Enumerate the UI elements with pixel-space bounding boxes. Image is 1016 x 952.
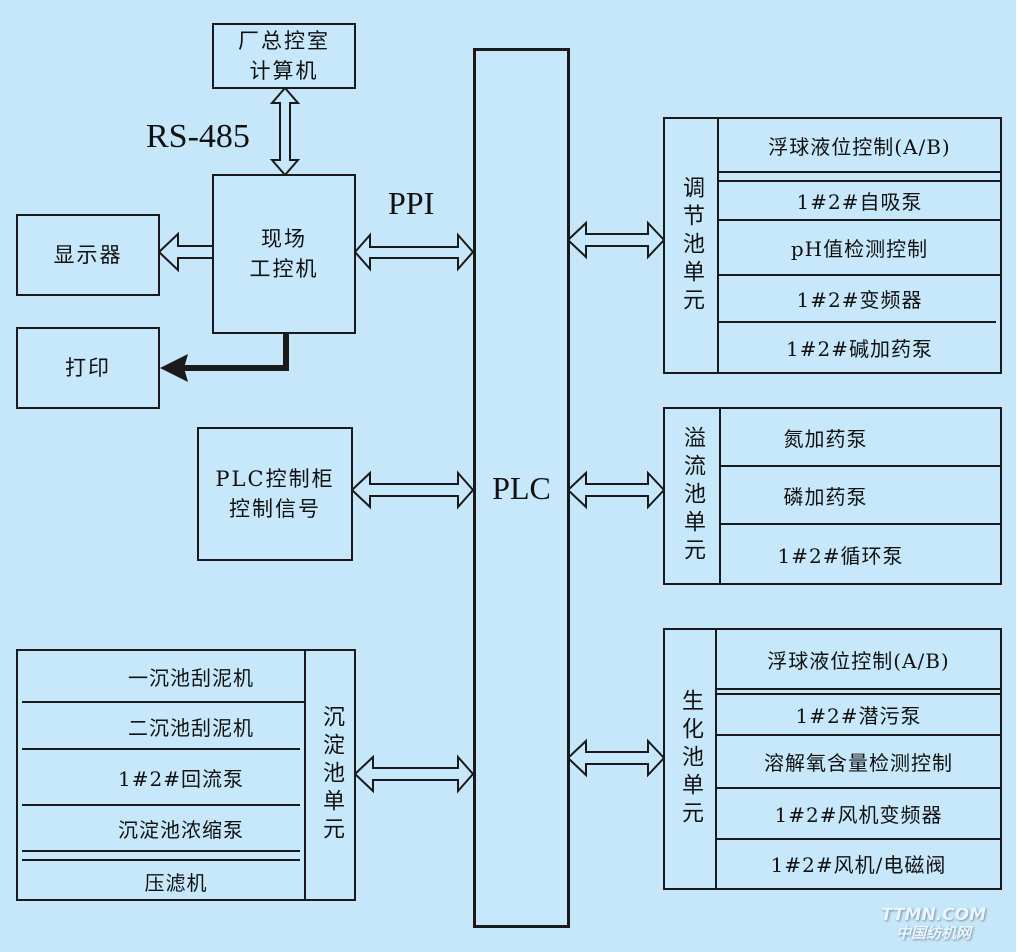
unit-item: 浮球液位控制(A/B) (767, 648, 950, 673)
unit-item: 1#2#风机变频器 (774, 802, 943, 827)
ppi-double-arrow (353, 232, 475, 272)
watermark-line-1: TTMN.COM (880, 905, 986, 925)
display-label: 显示器 (53, 243, 123, 267)
bio-tank-unit: 生化池单元 浮球液位控制(A/B) 1#2#潜污泵 溶解氧含量检测控制 1#2#… (663, 628, 1002, 890)
onsite-ipc-line-1: 现场 (261, 227, 307, 251)
printer-arrowhead (160, 354, 188, 382)
onsite-ipc-node: 现场 工控机 (212, 174, 356, 334)
plc-cabinet-line-2: 控制信号 (229, 497, 321, 521)
printer-node: 打印 (16, 327, 160, 409)
overflow-tank-unit: 溢流池单元 氮加药泵 磷加药泵 1#2#循环泵 (663, 407, 1002, 585)
plc-cabinet-node: PLC控制柜 控制信号 (197, 427, 353, 561)
unit-item: 磷加药泵 (783, 484, 868, 509)
sedimentation-unit-title: 沉淀池单元 (304, 651, 356, 899)
control-room-computer-node: 厂总控室 计算机 (212, 23, 356, 89)
plc-cabinet-double-arrow (350, 470, 475, 510)
unit-item: 溶解氧含量检测控制 (764, 750, 953, 775)
unit-item: 浮球液位控制(A/B) (768, 134, 951, 159)
unit-item: 沉淀池浓缩泵 (118, 817, 244, 842)
unit-item: 1#2#碱加药泵 (786, 336, 933, 361)
unit-item: 1#2#回流泵 (118, 766, 244, 791)
overflow-unit-double-arrow (566, 470, 666, 510)
plc-label: PLC (492, 469, 551, 506)
sedimentation-unit-double-arrow (353, 754, 475, 794)
onsite-ipc-line-2: 工控机 (249, 257, 319, 281)
unit-item: 1#2#潜污泵 (795, 703, 922, 728)
watermark: TTMN.COM 中国纺机网 (881, 906, 986, 942)
printer-connector-line (180, 332, 289, 371)
sedimentation-tank-unit: 一沉池刮泥机 二沉池刮泥机 1#2#回流泵 沉淀池浓缩泵 压滤机 沉淀池单元 (16, 649, 356, 901)
rs485-double-arrow (269, 86, 301, 177)
plc-node: PLC (473, 48, 570, 928)
unit-item: 1#2#循环泵 (777, 543, 904, 568)
bio-unit-double-arrow (566, 738, 666, 778)
regulating-unit-title: 调节池单元 (665, 119, 719, 372)
printer-label: 打印 (65, 356, 111, 380)
rs485-label: RS-485 (146, 118, 250, 155)
bio-unit-title: 生化池单元 (665, 630, 717, 888)
overflow-unit-title: 溢流池单元 (665, 409, 721, 583)
unit-item: 氮加药泵 (783, 426, 868, 451)
unit-item: 1#2#变频器 (796, 287, 923, 312)
regulating-tank-unit: 调节池单元 浮球液位控制(A/B) 1#2#自吸泵 pH值检测控制 1#2#变频… (663, 117, 1002, 374)
unit-item: 压滤机 (144, 870, 208, 895)
regulating-unit-double-arrow (566, 220, 666, 260)
unit-item: 二沉池刮泥机 (128, 715, 254, 740)
control-room-line-2: 计算机 (249, 59, 319, 83)
plc-cabinet-line-1: PLC控制柜 (215, 467, 335, 491)
unit-item: 1#2#风机/电磁阀 (770, 853, 947, 877)
ppi-label: PPI (388, 185, 435, 221)
display-arrow (157, 231, 214, 273)
control-room-line-1: 厂总控室 (238, 29, 330, 53)
unit-item: 1#2#自吸泵 (796, 189, 923, 214)
watermark-line-2: 中国纺机网 (895, 924, 971, 942)
unit-item: pH值检测控制 (790, 236, 929, 261)
display-node: 显示器 (16, 214, 160, 296)
unit-item: 一沉池刮泥机 (128, 665, 254, 690)
